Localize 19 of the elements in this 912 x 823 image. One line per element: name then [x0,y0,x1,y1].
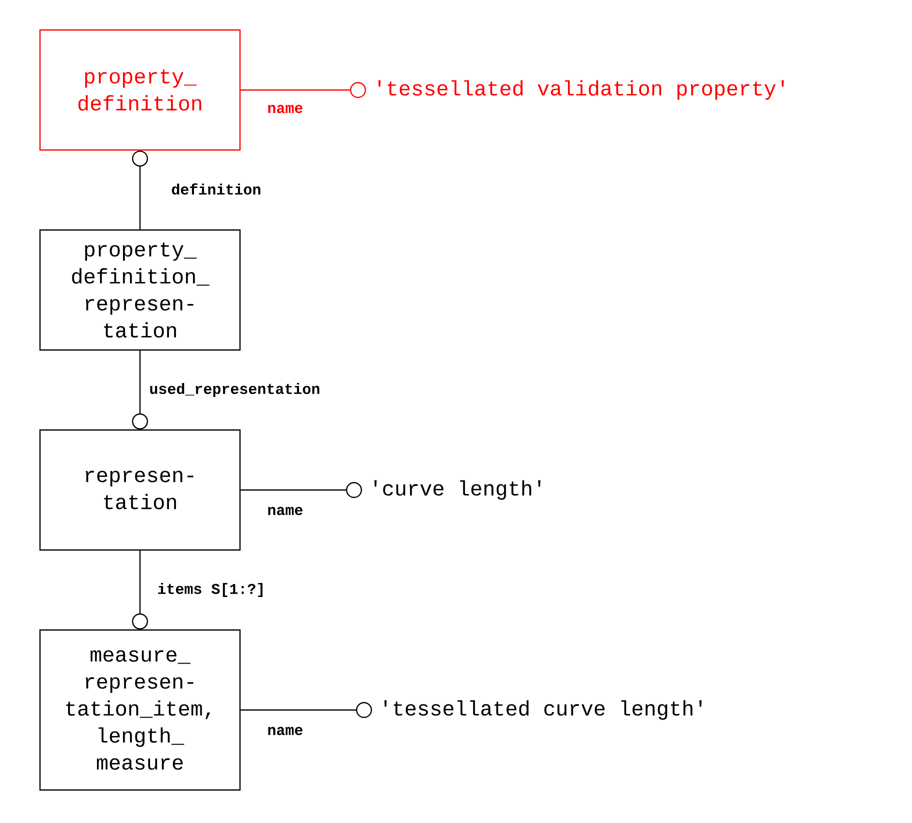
edge-label: name [268,104,302,114]
edge-label: name [268,506,302,516]
connector [132,350,148,430]
edge-label: items S[1:?] [158,583,262,597]
value-text: 'curve length' [374,480,540,500]
connector [240,82,366,98]
value-text: 'tessellated validation property' [378,80,784,100]
entity-box: property_ definition [39,29,241,151]
value-text: 'tessellated curve length' [384,700,702,720]
edge-label: used_representation [150,383,320,397]
entity-box: represen- tation [39,429,241,551]
connector [132,550,148,630]
edge-label: name [268,726,302,736]
connector [132,150,148,230]
connector [240,482,362,498]
entity-box: property_ definition_ represen- tation [39,229,241,351]
edge-label: definition [172,183,260,195]
connector [240,702,372,718]
entity-box: measure_ represen- tation_item, length_ measure [39,629,241,791]
